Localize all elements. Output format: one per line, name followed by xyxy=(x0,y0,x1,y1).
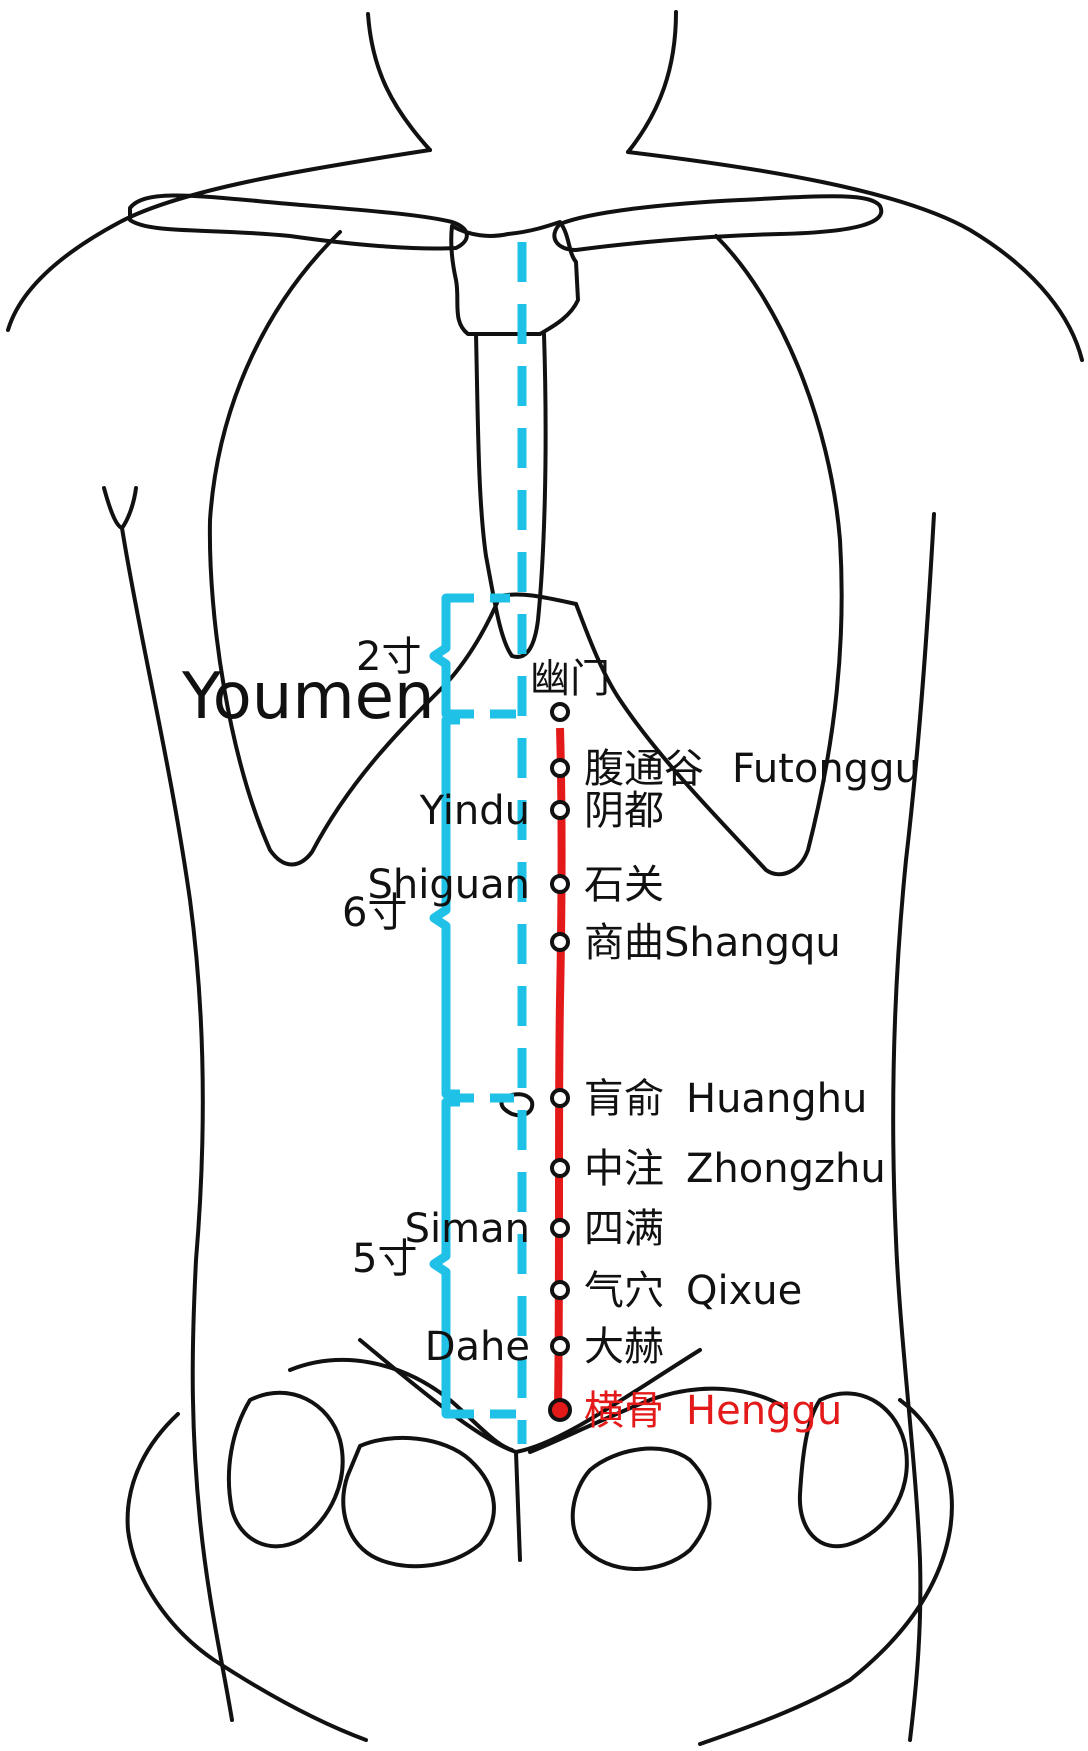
left-pubis xyxy=(288,1358,514,1452)
body-outline xyxy=(6,10,1084,1746)
symphysis xyxy=(514,1450,522,1562)
acupoint-futonggu xyxy=(550,758,570,778)
acupoint-pinyin-label: Zhongzhu xyxy=(686,1146,886,1192)
acupoint-siman xyxy=(550,1218,570,1238)
acupoint-chinese-label: 肓俞 xyxy=(584,1076,664,1122)
left-flank xyxy=(120,526,234,1722)
brace-2cun xyxy=(429,593,460,719)
acupoint-qixue xyxy=(550,1280,570,1300)
measure-5cun-label: 5寸 xyxy=(352,1236,417,1282)
acupoint-pinyin-label: Futonggu xyxy=(732,746,920,792)
brace-6cun xyxy=(429,715,460,1099)
acupoint-pinyin-label: Henggu xyxy=(686,1388,842,1434)
acupoint-chinese-label: 幽门 xyxy=(530,656,610,702)
sternum-body xyxy=(474,332,548,659)
acupoint-zhongzhu xyxy=(550,1158,570,1178)
acupoint-pinyin-label: Qixue xyxy=(686,1268,802,1314)
neck-left xyxy=(366,12,432,152)
acupoint-chinese-label: 阴都 xyxy=(584,788,664,834)
acupoint-huanghu xyxy=(550,1088,570,1108)
acupoint-pinyin-label: Huanghu xyxy=(686,1076,867,1122)
right-flank xyxy=(891,512,936,1742)
left-shoulder xyxy=(6,148,432,332)
kidney-meridian xyxy=(548,702,572,1422)
brace-5cun xyxy=(429,1097,460,1419)
acupoint-pinyin-label: Dahe xyxy=(425,1324,530,1370)
meridian-line xyxy=(554,727,566,1411)
right-shoulder xyxy=(626,150,1084,362)
acupoint-chinese-label: 气穴 xyxy=(584,1268,664,1314)
youmen-latin-label: Youmen xyxy=(181,660,435,734)
left-ribcage xyxy=(207,230,502,867)
acupoint-chinese-label: 中注 xyxy=(584,1146,664,1192)
navel xyxy=(499,1092,535,1118)
right-ribcage xyxy=(574,234,844,877)
acupoint-pinyin-label: Yindu xyxy=(419,788,530,834)
right-clavicle xyxy=(552,194,884,252)
guide-lines xyxy=(429,242,527,1444)
acupoint-chinese-label: 商曲 xyxy=(584,920,664,966)
acupoint-chinese-label: 石关 xyxy=(584,862,664,908)
acupoint-pinyin-label: Shangqu xyxy=(664,920,841,966)
acupoint-shiguan xyxy=(550,874,570,894)
sternum-manubrium xyxy=(449,220,580,336)
right-obturator xyxy=(570,1446,712,1571)
acupoint-chinese-label: 横骨 xyxy=(584,1388,664,1434)
left-obturator xyxy=(341,1436,496,1569)
acupoint-henggu xyxy=(548,1398,572,1422)
left-ilium-wing xyxy=(226,1390,345,1549)
right-ilium-wing xyxy=(797,1391,909,1549)
acupoint-pinyin-label: Siman xyxy=(405,1206,530,1252)
left-clavicle xyxy=(128,193,469,251)
neck-right xyxy=(626,10,678,154)
acupoint-chinese-label: 四满 xyxy=(584,1206,664,1252)
acupoint-shangqu xyxy=(550,932,570,952)
acupoint-youmen xyxy=(550,702,570,722)
measure-labels: 2寸 6寸 5寸 Youmen xyxy=(181,634,435,1282)
right-iliac xyxy=(698,1398,954,1746)
acupoint-dahe xyxy=(550,1336,570,1356)
measure-6cun-label: 6寸 xyxy=(342,890,407,936)
acupoint-yindu xyxy=(550,800,570,820)
acupoint-chinese-label: 腹通谷 xyxy=(584,746,704,792)
right-pubis xyxy=(528,1386,788,1454)
acupoint-chinese-label: 大赫 xyxy=(584,1324,664,1370)
acupoint-pinyin-label: Shiguan xyxy=(368,862,530,908)
left-arm-cut xyxy=(102,486,138,530)
left-iliac xyxy=(125,1412,368,1742)
measure-2cun-label: 2寸 xyxy=(356,634,421,680)
